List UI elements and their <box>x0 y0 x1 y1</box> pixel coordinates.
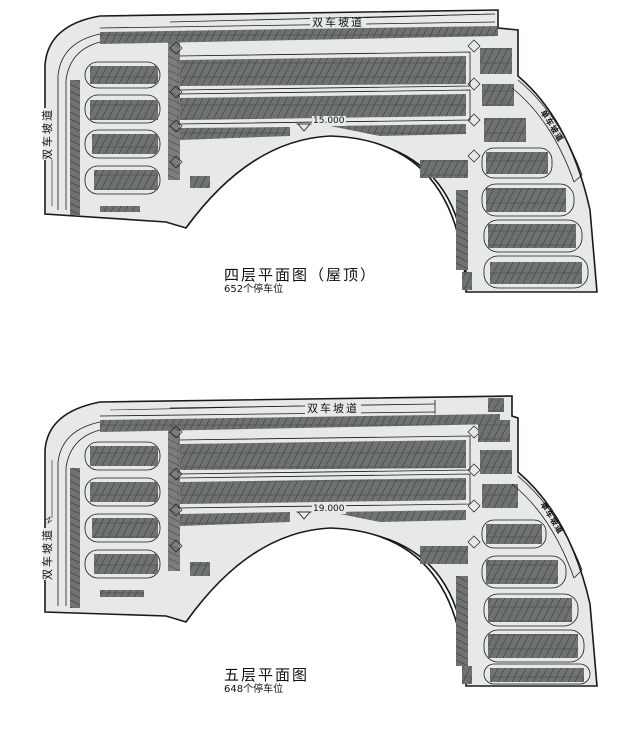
elevation-label: 19.000 <box>312 504 346 514</box>
floor-plan-5: 双车坡道 双车坡道 单车坡道 19.000 五层平面图 648个停车位 <box>0 390 643 750</box>
parking-count: 652个停车位 <box>224 284 284 295</box>
parking-rows-center <box>168 426 471 576</box>
parking-rows-left <box>84 441 161 597</box>
parking-rows-right <box>420 48 589 290</box>
ramp-top-label: 双车坡道 <box>305 402 361 415</box>
floor-plan-4: 双车坡道 双车坡道 单车坡道 15.000 四层平面图（屋顶） 652个停车位 <box>0 0 643 360</box>
courtyard-arc <box>185 135 467 293</box>
ramp-left-label: 双车坡道 <box>41 528 54 580</box>
parking-count: 648个停车位 <box>224 684 284 695</box>
ramp-left-label: 双车坡道 <box>41 108 54 160</box>
parking-rows-left <box>84 61 161 212</box>
right-ramp <box>517 475 583 571</box>
parking-rows-right <box>420 420 591 685</box>
floor-plan-4-drawing <box>44 9 598 293</box>
plan-caption: 五层平面图 648个停车位 <box>224 666 309 696</box>
intersections <box>169 39 481 169</box>
floor-plan-5-drawing <box>44 395 598 687</box>
ramp-top-label: 双车坡道 <box>310 16 366 29</box>
right-ramp <box>517 79 583 176</box>
elevation-label: 15.000 <box>312 116 346 126</box>
plan-title: 五层平面图 <box>224 666 310 684</box>
plan-title: 四层平面图（屋顶） <box>224 266 378 284</box>
courtyard-arc <box>185 527 467 687</box>
plan-caption: 四层平面图（屋顶） 652个停车位 <box>224 266 377 296</box>
